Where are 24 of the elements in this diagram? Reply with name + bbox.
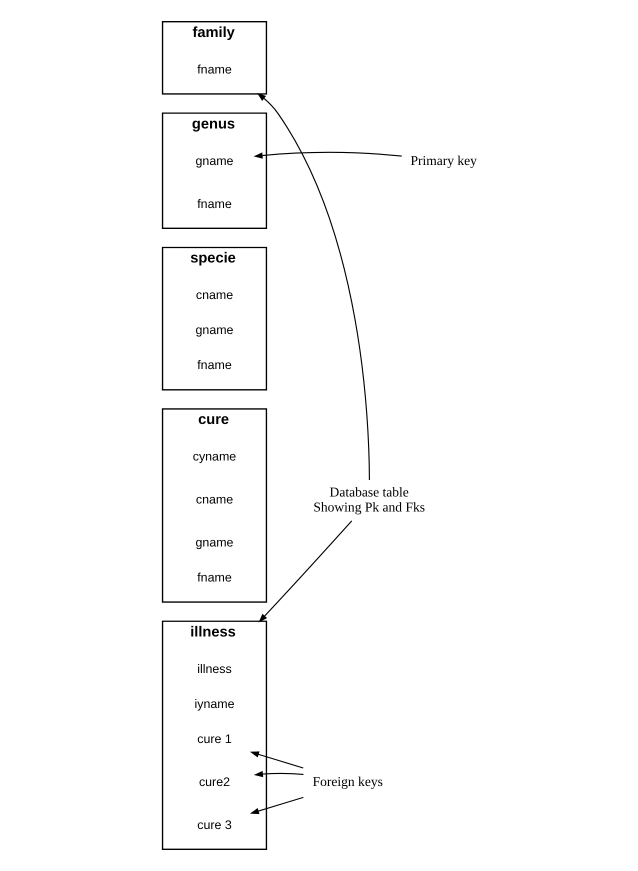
node-text: cure 1 bbox=[196, 732, 232, 746]
node-text: gname bbox=[195, 323, 233, 338]
node-text: fname bbox=[196, 62, 232, 76]
node-text: gname bbox=[195, 535, 233, 550]
arrow bbox=[253, 152, 402, 159]
arrow bbox=[253, 770, 304, 778]
node-text: Primary key bbox=[410, 153, 476, 168]
node-text: cure2 bbox=[198, 774, 230, 789]
node-text: iyname bbox=[194, 696, 234, 711]
node-text: cname bbox=[195, 492, 233, 507]
node-text: gname bbox=[195, 154, 233, 168]
node-text: cname bbox=[195, 288, 233, 302]
node-text: fname bbox=[196, 358, 232, 372]
node-text: illness bbox=[196, 662, 232, 676]
node-text: Foreign keys bbox=[312, 774, 382, 790]
node-text: Database table Showing Pk and Fks bbox=[312, 484, 425, 514]
node-text: fname bbox=[196, 196, 232, 211]
arrow bbox=[256, 92, 370, 480]
node-text: fname bbox=[196, 570, 232, 584]
arrow bbox=[258, 520, 352, 622]
node-text: cyname bbox=[192, 450, 236, 464]
arrow bbox=[249, 751, 303, 769]
node-text: cure 3 bbox=[196, 818, 232, 832]
arrow bbox=[249, 796, 304, 814]
